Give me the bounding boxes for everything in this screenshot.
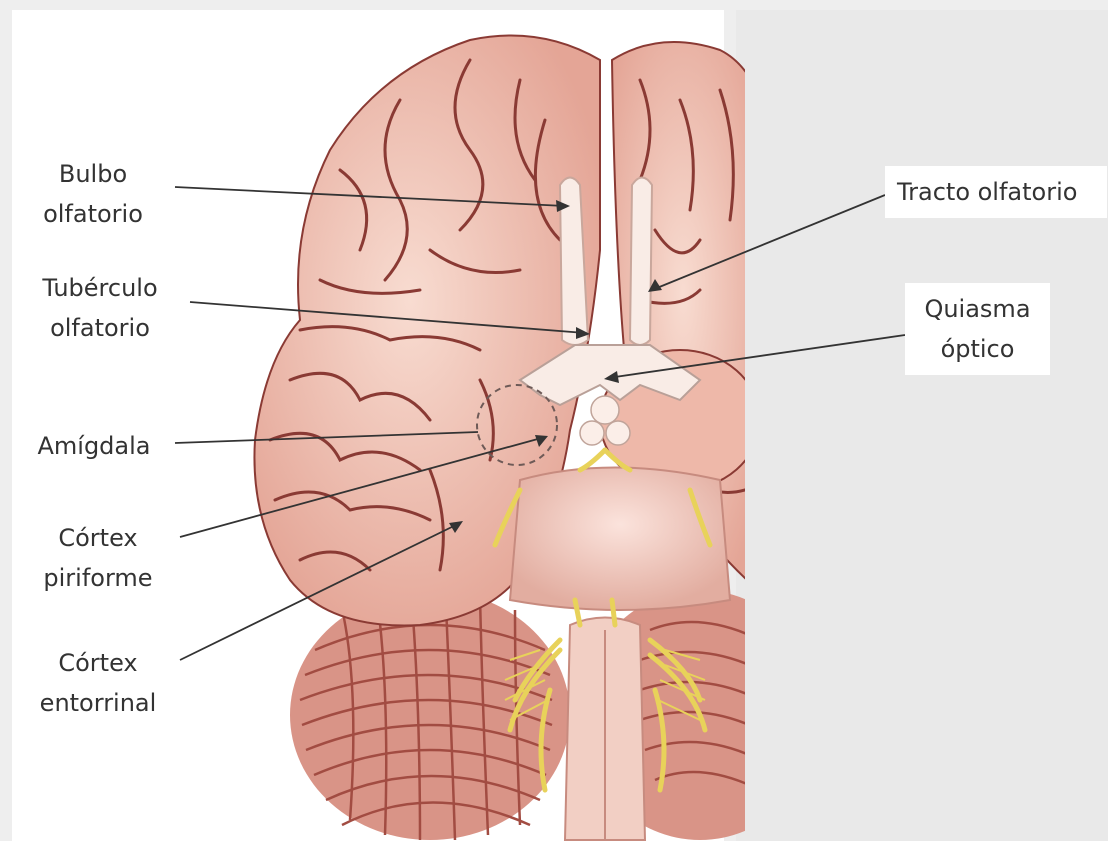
label-tracto-olfatorio: Tracto olfatorio [885, 166, 1107, 218]
label-bulbo-olfatorio: Bulbo olfatorio [14, 148, 172, 240]
label-tuberculo-olfatorio: Tubérculo olfatorio [14, 262, 186, 354]
pons [510, 468, 730, 611]
label-cortex-entorrinal: Córtex entorrinal [18, 637, 178, 729]
label-cortex-piriforme: Córtex piriforme [18, 512, 178, 604]
label-quiasma-optico: Quiasma óptico [905, 283, 1050, 375]
right-gray-area [736, 10, 1108, 841]
label-amigdala: Amígdala [14, 420, 174, 472]
